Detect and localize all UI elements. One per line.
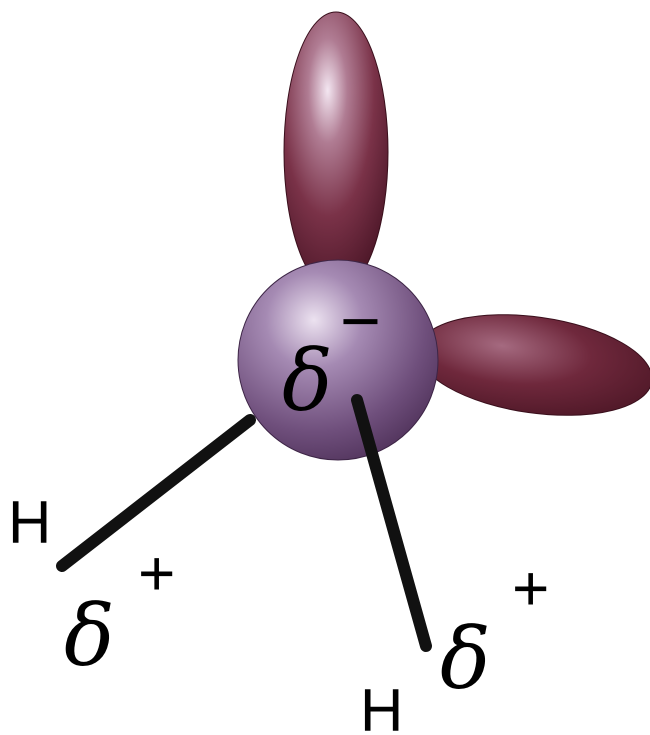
oxygen-partial-charge-sign: − [340,282,381,360]
hydrogen-right-symbol: H [360,677,403,735]
oxygen-partial-charge-delta: δ [282,332,333,430]
hydrogen-right-partial-charge-delta: δ [440,610,491,708]
hydrogen-left-partial-charge-delta: δ [64,587,115,685]
lone-pair-lobe-right [417,314,650,416]
hydrogen-left-partial-charge-sign: + [138,537,175,609]
oxygen-atom-sphere [237,259,439,461]
lone-pair-lobe-top [283,11,389,293]
hydrogen-right-partial-charge-sign: + [512,552,549,624]
bond-right [351,394,432,652]
bond-left [56,414,256,572]
hydrogen-left-symbol: H [8,489,51,556]
